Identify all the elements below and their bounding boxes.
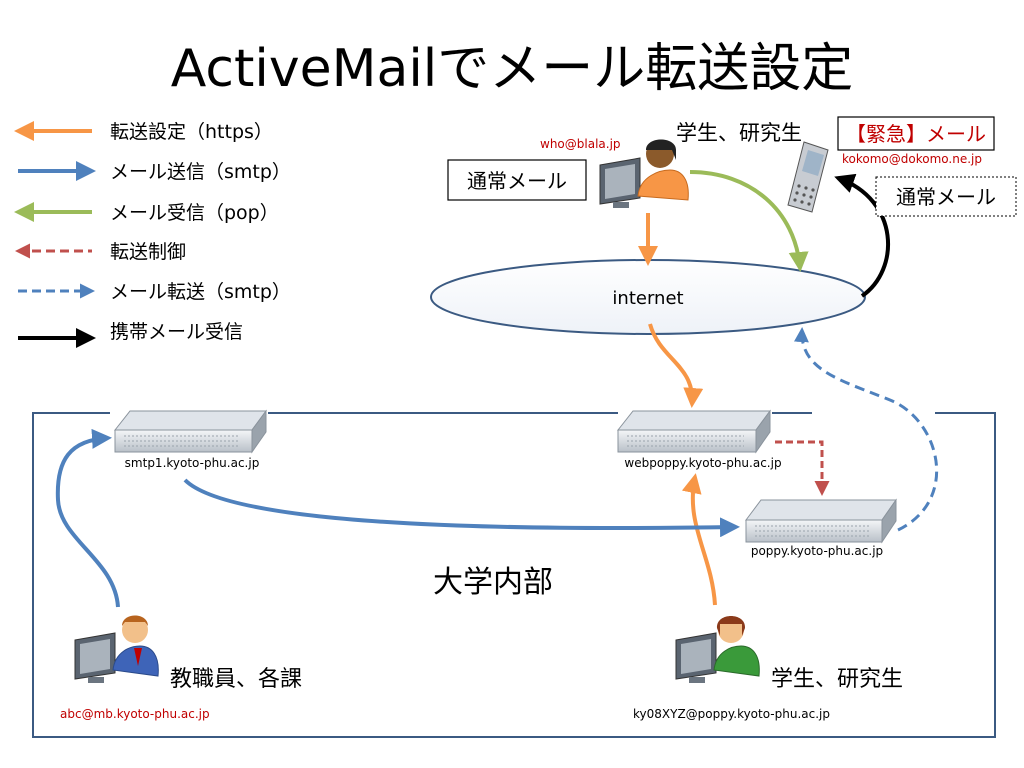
- flow-arrows: [55, 170, 939, 608]
- server-smtp: smtp1.kyoto-phu.ac.jp: [113, 409, 267, 470]
- mobile-device: 【緊急】メール kokomo@dokomo.ne.jp 通常メール: [787, 116, 1017, 217]
- legend-item-smtp-forward: メール転送（smtp）: [18, 281, 291, 303]
- server-webpoppy: webpoppy.kyoto-phu.ac.jp: [616, 409, 782, 470]
- legend-item-https: 転送設定（https）: [14, 121, 273, 143]
- user-at-computer-icon: [599, 139, 689, 208]
- campus-label: 大学内部: [433, 565, 553, 600]
- campus-boundary: [32, 412, 996, 738]
- student-user-role: 学生、研究生: [771, 667, 903, 692]
- https-arrow-student-to-webpoppy: [681, 473, 717, 606]
- external-user-role: 学生、研究生: [676, 121, 802, 145]
- legend-label: メール受信（pop）: [110, 202, 279, 224]
- legend-label: 転送設定（https）: [110, 121, 273, 143]
- student-user-address: ky08XYZ@poppy.kyoto-phu.ac.jp: [633, 707, 830, 721]
- normal-mail-label: 通常メール: [467, 169, 567, 193]
- staff-user: 教職員、各課 abc@mb.kyoto-phu.ac.jp: [60, 615, 302, 721]
- server-label: smtp1.kyoto-phu.ac.jp: [125, 456, 260, 470]
- server-poppy: poppy.kyoto-phu.ac.jp: [745, 498, 897, 558]
- pop-arrow-internet-to-user: [689, 170, 809, 272]
- smtp-send-arrow-to-poppy: [183, 478, 740, 538]
- legend-item-smtp-send: メール送信（smtp）: [18, 161, 291, 183]
- internet-label: internet: [612, 288, 683, 309]
- legend-item-mobile-receive: 携帯メール受信: [18, 321, 243, 348]
- student-user: 学生、研究生 ky08XYZ@poppy.kyoto-phu.ac.jp: [633, 616, 903, 721]
- staff-user-icon: [74, 615, 159, 683]
- legend-label: 携帯メール受信: [110, 321, 243, 343]
- smtp-forward-arrow: [793, 327, 939, 532]
- server-label: webpoppy.kyoto-phu.ac.jp: [624, 456, 781, 470]
- forward-control-arrow: [775, 440, 830, 496]
- urgent-mail-box: [837, 116, 995, 151]
- internet-cloud: internet: [430, 259, 866, 335]
- external-user: who@blala.jp 学生、研究生 通常メール: [447, 121, 802, 208]
- legend-item-pop-receive: メール受信（pop）: [14, 202, 279, 224]
- page-title: ActiveMailでメール転送設定: [171, 39, 853, 99]
- https-arrow-internet-to-webpoppy: [648, 323, 704, 408]
- legend-label: メール転送（smtp）: [110, 281, 291, 303]
- urgent-mail-label: 【緊急】メール: [846, 122, 986, 146]
- legend-item-forward-control: 転送制御: [14, 241, 186, 263]
- legend: 転送設定（https） メール送信（smtp） メール受信（pop） 転送制御 …: [14, 121, 291, 348]
- mobile-normal-mail-label: 通常メール: [896, 185, 996, 209]
- smtp-send-arrow-staff: [55, 428, 120, 608]
- staff-user-role: 教職員、各課: [170, 667, 302, 692]
- staff-user-address: abc@mb.kyoto-phu.ac.jp: [60, 707, 210, 721]
- mobile-receive-arrow: [834, 173, 891, 298]
- legend-label: 転送制御: [110, 241, 186, 263]
- mobile-normal-mail-box: [875, 176, 1017, 217]
- server-icon: [113, 409, 267, 454]
- student-user-icon: [675, 616, 760, 683]
- legend-label: メール送信（smtp）: [110, 161, 291, 183]
- mobile-address: kokomo@dokomo.ne.jp: [842, 152, 982, 166]
- external-user-address: who@blala.jp: [540, 137, 621, 151]
- server-icon: [745, 498, 897, 544]
- server-label: poppy.kyoto-phu.ac.jp: [751, 544, 883, 558]
- server-icon: [616, 409, 771, 454]
- normal-mail-box: [447, 159, 587, 201]
- mobile-phone-icon: [787, 141, 829, 213]
